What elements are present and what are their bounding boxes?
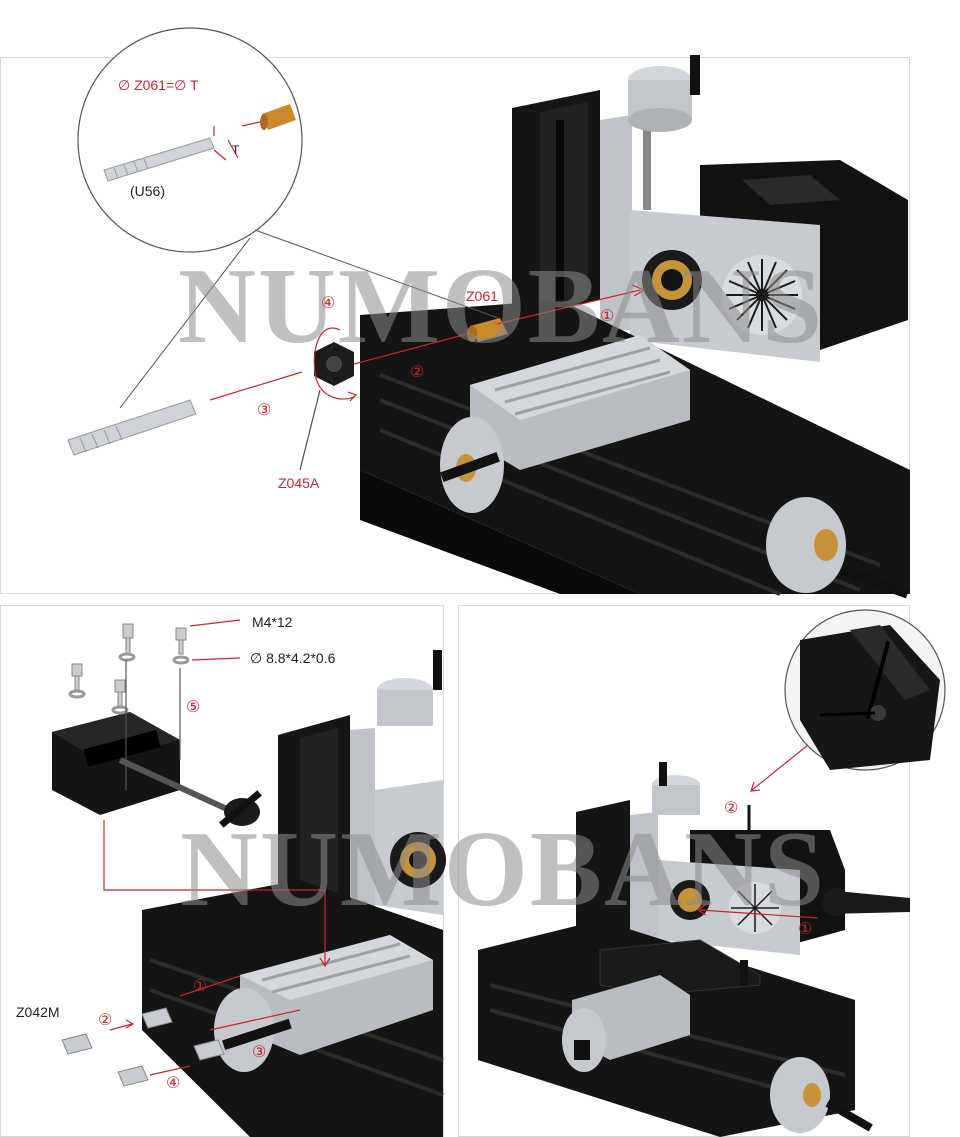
- washer-label: ∅ 8.8*4.2*0.6: [250, 650, 336, 666]
- screw-label: M4*12: [252, 614, 293, 630]
- br-step-1: ①: [798, 921, 813, 938]
- bottom-left-annotation-lines: [103, 619, 331, 1076]
- top-machine-illustration: [360, 55, 910, 599]
- bottom-right-machine-illustration: [478, 609, 946, 1137]
- bl-step-5: ⑤: [186, 699, 201, 716]
- inset-formula: ∅ Z061=∅ T: [118, 77, 199, 93]
- top-tool-parts: [67, 318, 508, 456]
- bl-step-4: ④: [166, 1075, 181, 1092]
- collet-label: Z061: [466, 288, 498, 304]
- top-inset-callout: [77, 27, 499, 409]
- tnut-label: Z042M: [16, 1004, 60, 1020]
- top-step-2: ②: [410, 364, 425, 381]
- nut-label: Z045A: [278, 475, 320, 491]
- inset-tool-label: (U56): [130, 183, 166, 199]
- top-step-1: ①: [600, 308, 615, 325]
- bottom-left-machine-illustration: [52, 623, 446, 1137]
- bl-step-2: ②: [98, 1012, 113, 1029]
- bottom-right-annotation-lines: [696, 744, 819, 919]
- top-step-4: ④: [321, 295, 336, 312]
- br-step-2: ②: [724, 800, 739, 817]
- inset-dim-label: T: [232, 143, 240, 157]
- top-annotation-lines: [209, 284, 646, 471]
- top-step-3: ③: [257, 402, 272, 419]
- bl-step-1: ①: [193, 978, 208, 995]
- bl-step-3: ③: [252, 1044, 267, 1061]
